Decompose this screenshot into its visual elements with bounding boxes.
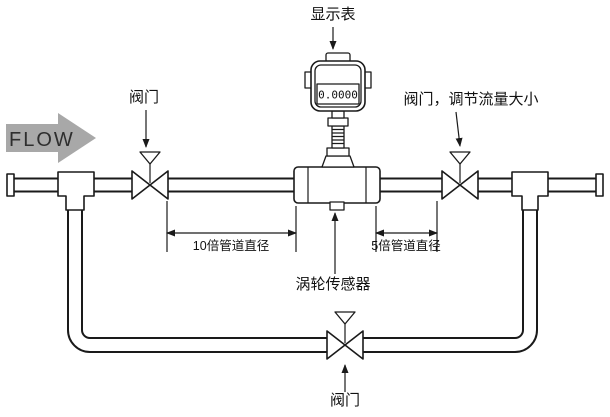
meter-body bbox=[293, 166, 381, 204]
bypass-valve-handle bbox=[334, 311, 356, 325]
outlet-valve bbox=[441, 151, 479, 200]
sensor-bottom-tap bbox=[329, 201, 345, 211]
dim-label-downstream: 5倍管道直径 bbox=[371, 238, 440, 253]
lower-nut bbox=[326, 147, 350, 157]
outlet-valve-body bbox=[441, 170, 479, 200]
display-head: 0.0000 bbox=[304, 52, 372, 112]
outlet-valve-handle bbox=[449, 151, 471, 165]
label-valve-right: 阀门，调节流量大小 bbox=[403, 91, 538, 108]
dimension-downstream: 5倍管道直径 bbox=[371, 201, 441, 253]
left-pipe-end-cap bbox=[6, 173, 15, 197]
bypass-pipe-fill bbox=[69, 178, 536, 351]
left-tee-fitting bbox=[57, 171, 95, 211]
meter-neck bbox=[321, 155, 355, 168]
inlet-valve-body bbox=[131, 170, 169, 200]
label-display-meter: 显示表 bbox=[310, 6, 355, 23]
dimension-upstream: 10倍管道直径 bbox=[166, 201, 297, 253]
bypass-pipe bbox=[67, 178, 538, 353]
inlet-valve-handle bbox=[139, 151, 161, 165]
stem-connector bbox=[331, 110, 345, 119]
bypass-valve bbox=[326, 311, 364, 360]
inlet-valve bbox=[131, 151, 169, 200]
right-tee-fitting bbox=[511, 171, 549, 211]
turbine-flow-meter: 0.0000 bbox=[293, 52, 381, 211]
display-window bbox=[316, 83, 360, 105]
callouts: 显示表 阀门 阀门，调节流量大小 涡轮传感器 阀门 bbox=[129, 6, 539, 409]
flow-label: FLOW bbox=[9, 129, 75, 151]
label-valve-bottom: 阀门 bbox=[330, 392, 360, 409]
right-pipe-end-cap bbox=[595, 173, 604, 197]
leader-valve-right bbox=[455, 111, 463, 147]
label-turbine-sensor: 涡轮传感器 bbox=[295, 276, 370, 293]
flow-direction: FLOW bbox=[6, 113, 96, 163]
display-reading: 0.0000 bbox=[318, 89, 358, 102]
thread-lines bbox=[332, 128, 344, 145]
dim-label-upstream: 10倍管道直径 bbox=[193, 238, 269, 253]
label-valve-left: 阀门 bbox=[129, 89, 159, 106]
upper-nut bbox=[327, 117, 349, 127]
bypass-valve-body bbox=[326, 330, 364, 360]
flow-arrow-icon bbox=[6, 113, 96, 163]
